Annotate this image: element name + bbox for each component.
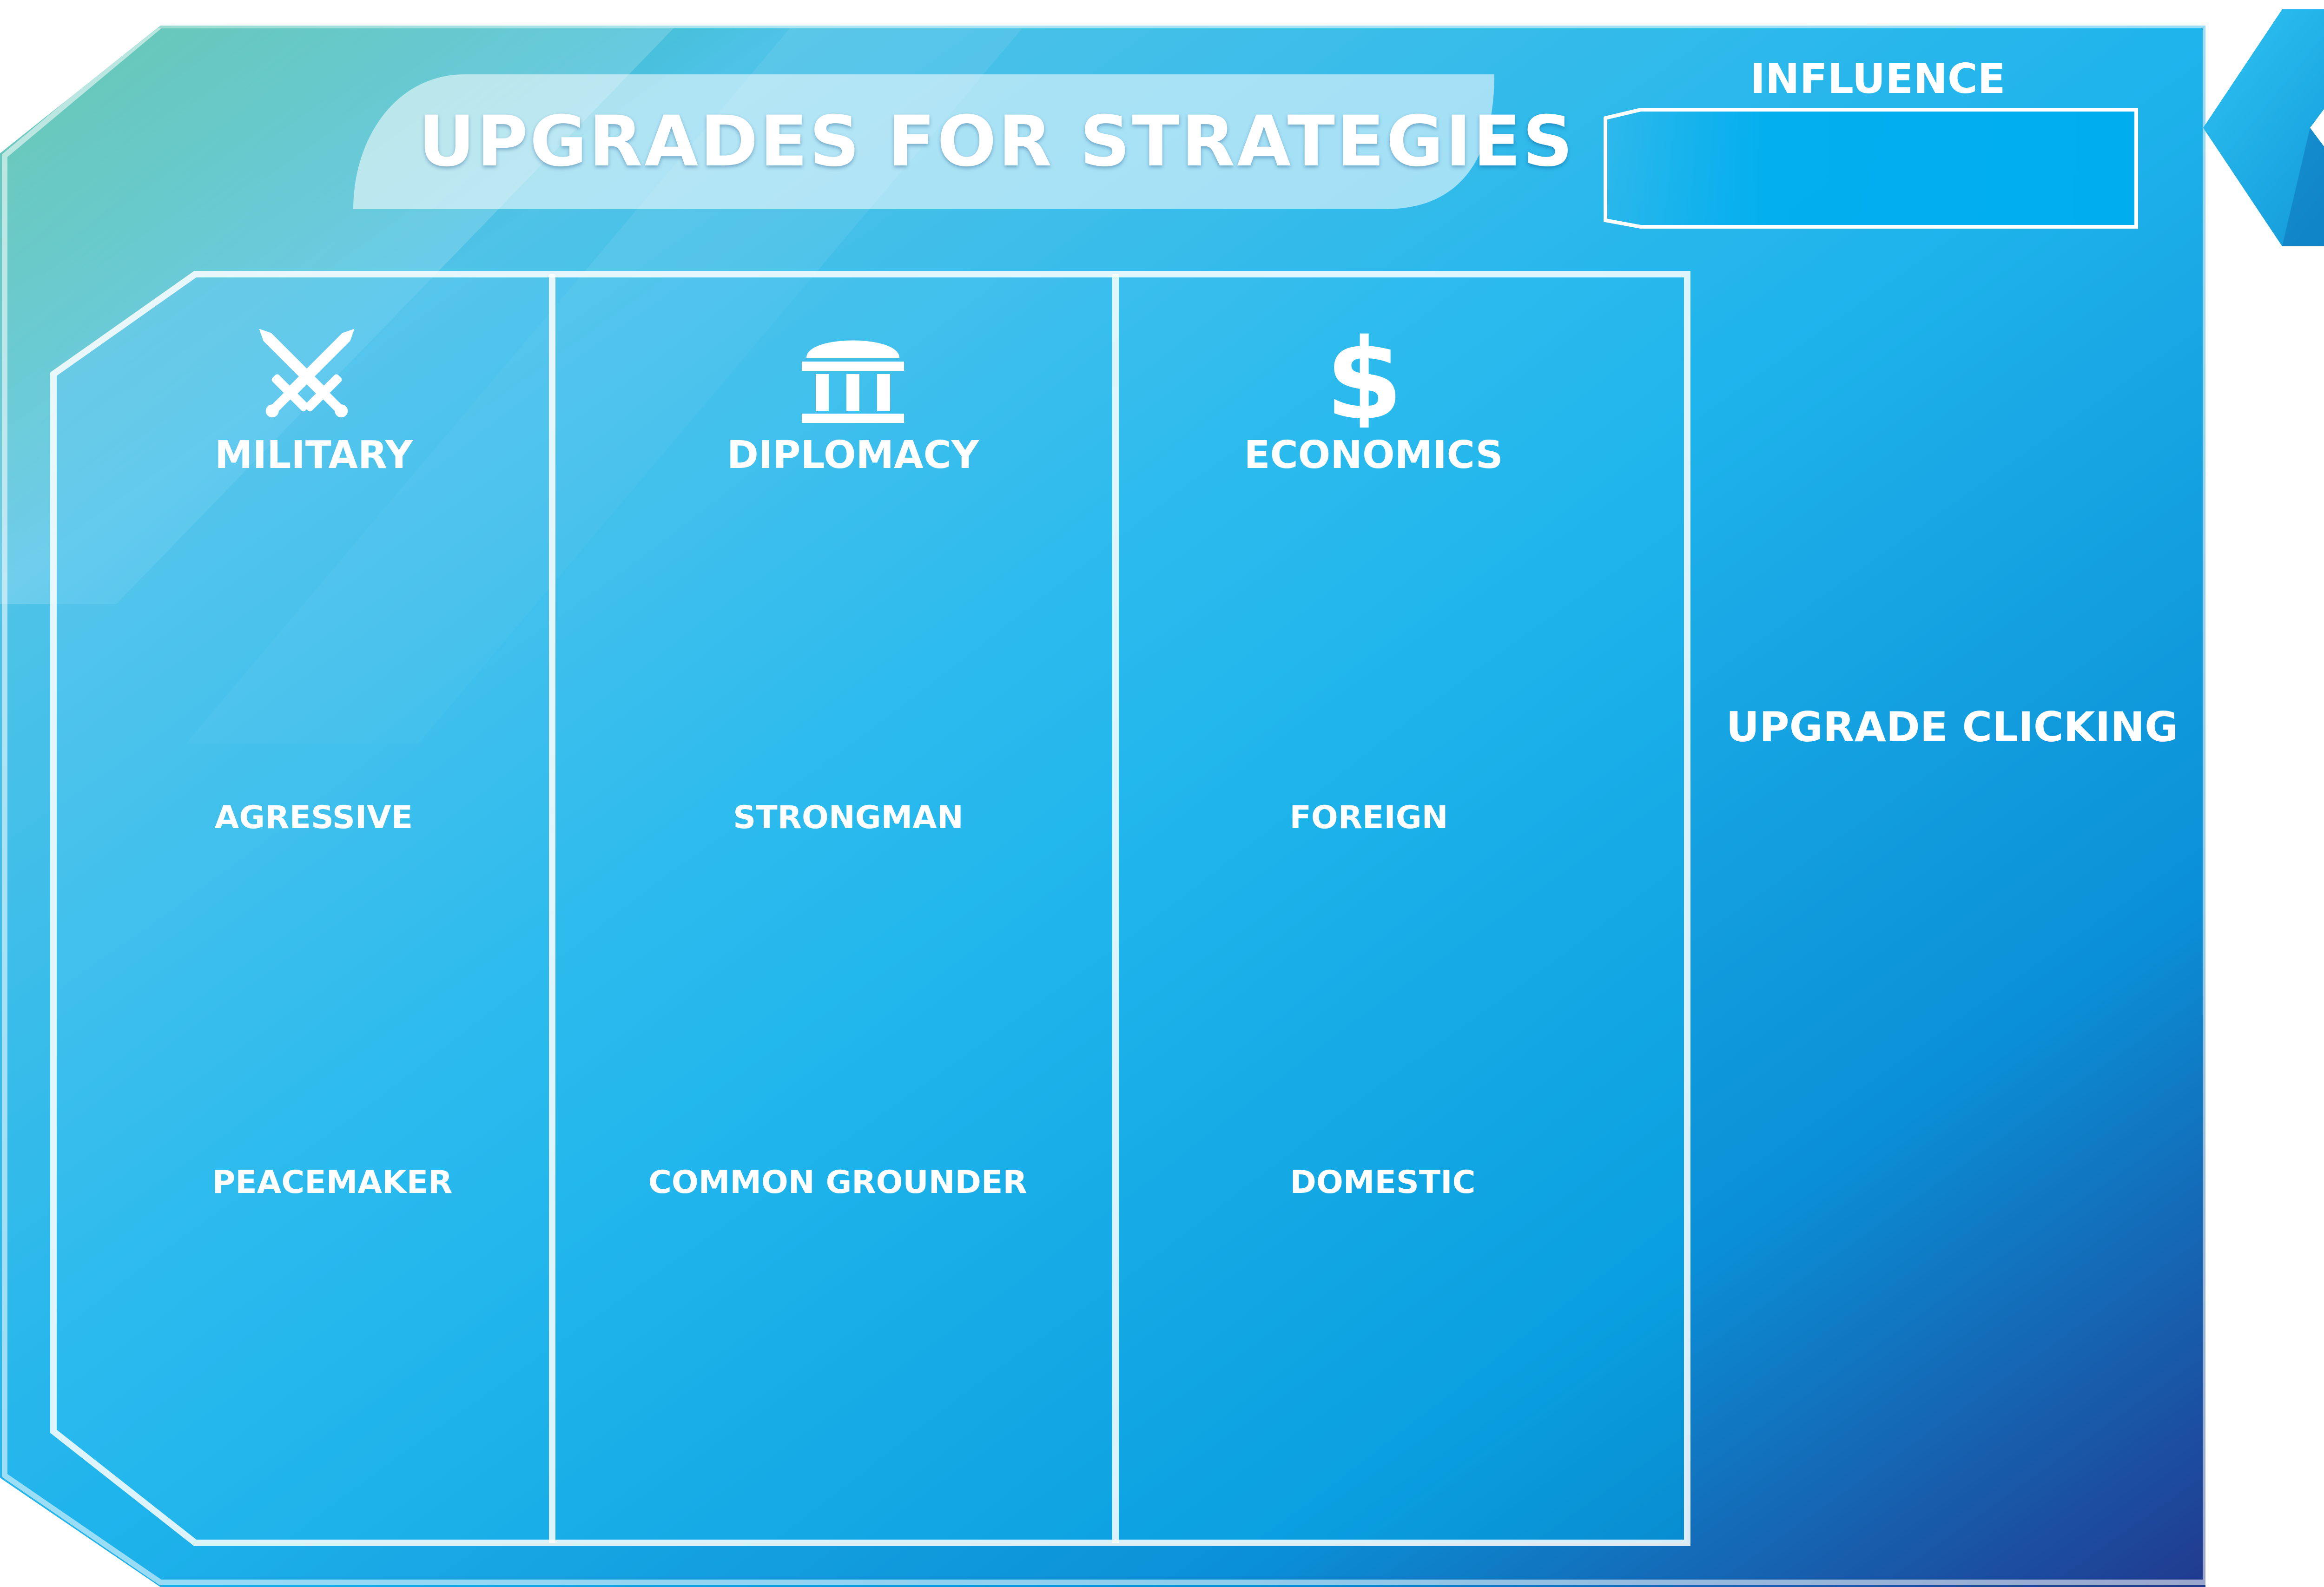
military-title: MILITARY — [215, 433, 413, 477]
option-peacemaker[interactable]: PEACEMAKER — [212, 1164, 453, 1201]
title-banner — [353, 74, 1494, 209]
economics-title: ECONOMICS — [1244, 433, 1503, 477]
diplomacy-column: DIPLOMACY STRONGMAN COMMON GROUNDER — [555, 274, 1113, 1534]
page-title: UPGRADES FOR STRATEGIES — [418, 101, 1575, 182]
back-arrow-icon — [2203, 9, 2324, 246]
dollar-sign-icon: $ — [1326, 325, 1403, 428]
option-foreign[interactable]: FOREIGN — [1289, 799, 1448, 836]
back-arrow-button[interactable] — [2203, 7, 2324, 249]
crossed-swords-icon — [259, 329, 355, 418]
option-strongman[interactable]: STRONGMAN — [733, 799, 964, 836]
columns-panel — [50, 271, 1690, 1546]
influence-meter[interactable] — [1604, 108, 2138, 229]
option-agressive[interactable]: AGRESSIVE — [214, 799, 413, 836]
government-building-icon — [802, 340, 904, 423]
influence-label: INFLUENCE — [1750, 55, 2006, 103]
economics-column: $ ECONOMICS FOREIGN DOMESTIC — [1118, 274, 1685, 1534]
svg-text:$: $ — [1326, 325, 1403, 428]
option-common-grounder[interactable]: COMMON GROUNDER — [648, 1164, 1027, 1201]
option-domestic[interactable]: DOMESTIC — [1290, 1164, 1476, 1201]
diplomacy-title: DIPLOMACY — [726, 433, 979, 477]
upgrade-clicking-button[interactable]: UPGRADE CLICKING — [1726, 703, 2179, 751]
military-column: MILITARY AGRESSIVE PEACEMAKER — [53, 274, 551, 1534]
